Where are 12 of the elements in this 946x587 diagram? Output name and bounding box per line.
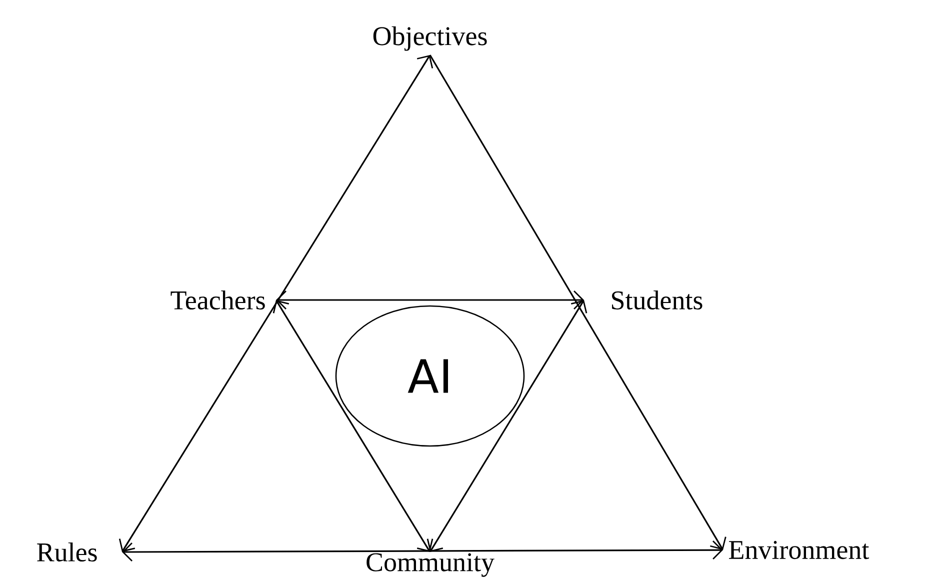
- vertex-label: Students: [612, 290, 702, 310]
- vertex-label: Community: [366, 553, 494, 577]
- arrow: [429, 54, 726, 550]
- vertex-label: Environment: [729, 540, 870, 560]
- arrow: [118, 55, 434, 552]
- arrow: [272, 300, 434, 552]
- arrow: [122, 540, 723, 562]
- vertex-label: Teachers: [170, 290, 265, 310]
- vertex-label: Objectives: [373, 26, 487, 51]
- arrow: [276, 290, 584, 310]
- arrow: [426, 300, 588, 552]
- vertex-label: Rules: [37, 542, 97, 562]
